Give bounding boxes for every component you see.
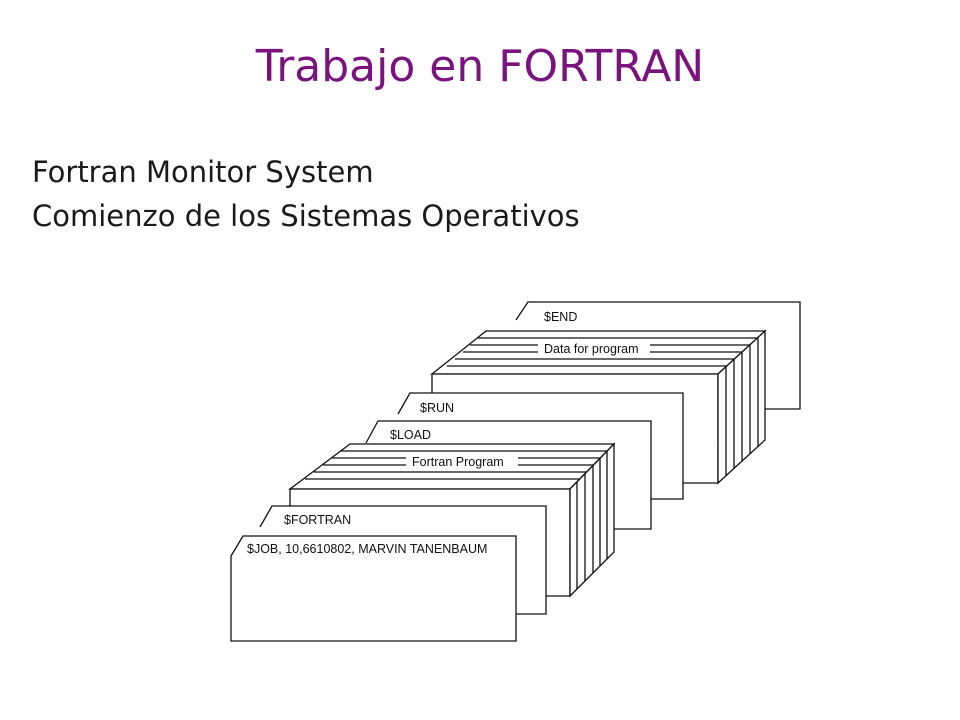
card-fortran-label: $FORTRAN [284, 513, 351, 527]
slide-title: Trabajo en FORTRAN [255, 41, 705, 92]
card-program-label: Fortran Program [412, 455, 504, 469]
slide-body: Fortran Monitor System Comienzo de los S… [32, 150, 580, 238]
card-program-side [569, 442, 615, 598]
card-run-label: $RUN [420, 401, 454, 415]
line-comienzo-sistemas-operativos: Comienzo de los Sistemas Operativos [32, 199, 580, 233]
line-fortran-monitor-system: Fortran Monitor System [32, 155, 374, 189]
card-job-label: $JOB, 10,6610802, MARVIN TANENBAUM [247, 542, 487, 556]
card-load-label: $LOAD [390, 428, 431, 442]
card-data-label: Data for program [544, 342, 638, 356]
card-end-label: $END [544, 310, 577, 324]
card-job-outline [230, 535, 517, 642]
card-data-layers [447, 337, 759, 476]
card-program-layers [305, 450, 608, 589]
card-job: $JOB, 10,6610802, MARVIN TANENBAUM [230, 535, 517, 642]
